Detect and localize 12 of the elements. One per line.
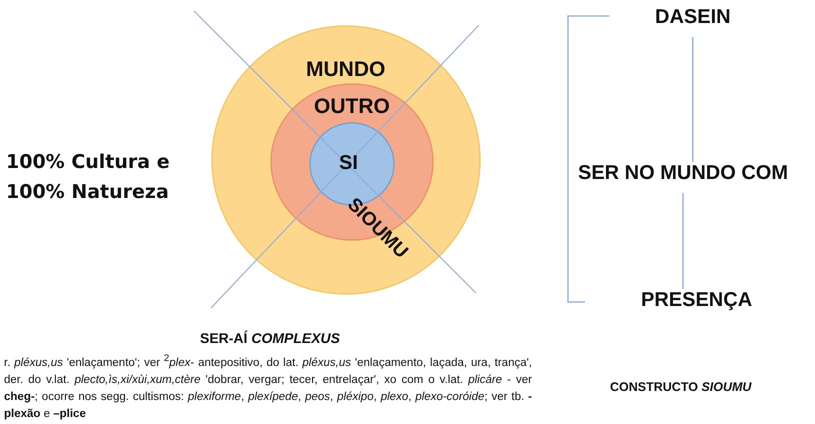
term-label: SER NO MUNDO COM [578,160,788,187]
caption-label: CONSTRUCTO SIOUMU [610,380,753,394]
etymology-paragraph: r. pléxus,us 'enlaçamento'; ver $^{2}$plex- antepositivo, do lat. pléxus,us 'enlaçamento, laçada, ura, trança', der. do v.lat. plecto,ìs,xi/xùi,xum,ctère 'dobrar, vergar; tecer, entrelaçar', xo com o v.lat. plicáre - ver cheg-; ocorre nos segg. cultismos: plexiforme, plexípede, peos, pléxipo, plexo, plexo-coróide; ver tb. -plexão e –plice [4,352,532,422]
circle-label: MUNDO [306,58,386,82]
connector-line [692,37,694,162]
term-label: PRESENÇA [641,287,752,314]
term-label: DASEIN [655,4,731,31]
section-heading: SER-AÍ COMPLEXUS [198,330,342,346]
connector-line [682,193,684,289]
side-note: 100% Cultura e 100% Natureza [6,150,171,205]
circle-label: OUTRO [314,95,390,119]
circle-label: SI [339,152,358,175]
